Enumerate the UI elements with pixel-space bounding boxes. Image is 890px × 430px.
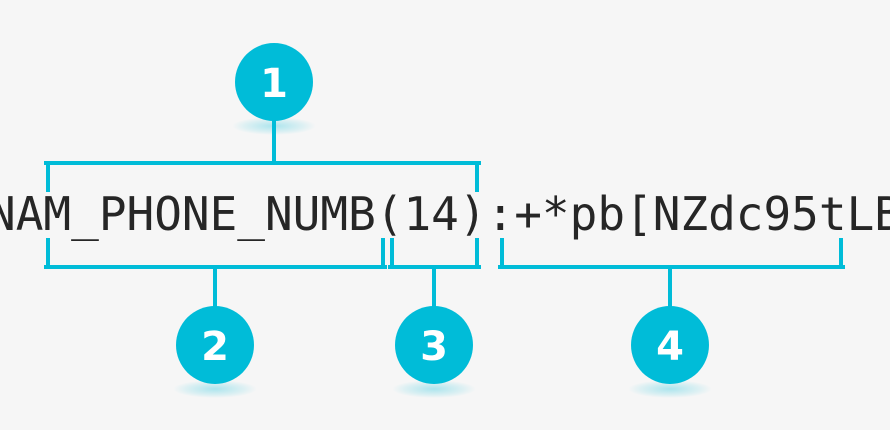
marker-3-circle (395, 306, 473, 384)
marker-3-label: 3 (420, 324, 448, 370)
marker-4[interactable]: 4 (628, 306, 712, 398)
bracket-3-bottom (388, 238, 481, 309)
marker-4-shadow (628, 380, 712, 398)
marker-3-shadow (392, 380, 476, 398)
bracket-4-bottom (498, 238, 845, 309)
marker-4-label: 4 (656, 324, 684, 370)
marker-1-circle (235, 43, 313, 121)
bracket-2-bottom (44, 238, 387, 309)
marker-3[interactable]: 3 (392, 306, 476, 398)
marker-1[interactable]: 1 (232, 43, 316, 135)
annotated-code-string: NAM_PHONE_NUMB(14):+*pb[NZdc95tLB (0, 187, 890, 241)
marker-1-shadow (232, 117, 316, 135)
marker-2-shadow (173, 380, 257, 398)
marker-2-label: 2 (201, 324, 229, 370)
marker-1-label: 1 (260, 61, 288, 107)
marker-4-circle (631, 306, 709, 384)
marker-2[interactable]: 2 (173, 306, 257, 398)
marker-2-circle (176, 306, 254, 384)
